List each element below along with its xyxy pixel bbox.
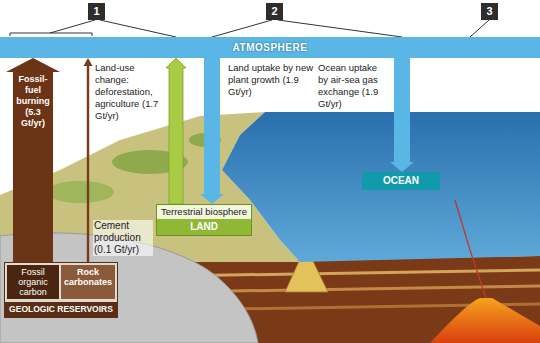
sediment-layer (170, 270, 540, 276)
group-title: GEOLOGIC RESERVOIRS (5, 302, 117, 317)
ocean-box: OCEAN (362, 172, 440, 190)
flux-label: Land-use change: deforestation, agricult… (95, 62, 163, 122)
callout-number: 2 (266, 3, 283, 20)
leader-line (100, 20, 176, 37)
flux-arrow (166, 58, 186, 204)
leader-line (470, 20, 489, 37)
leader-line (212, 20, 272, 37)
reservoir-group: GEOLOGIC RESERVOIRS Fossil organic carbon… (4, 262, 118, 318)
callout-number: 3 (481, 3, 498, 20)
box-heading: Terrestrial biosphere (157, 205, 251, 219)
flux-label: Fossil-fuel burning (5.3 Gt/yr) (14, 74, 52, 129)
magma-crack (455, 200, 486, 298)
box-title: LAND (157, 219, 251, 235)
flux-label: Land uptake by new plant growth (1.9 Gt/… (228, 62, 314, 98)
volcano (430, 298, 540, 343)
callout-bracket (10, 33, 92, 36)
leader-line (50, 20, 95, 33)
ridge-sediment-stack (285, 259, 328, 292)
band-title: ATMOSPHERE (0, 37, 540, 58)
vegetation-patch (46, 181, 114, 203)
flux-label: Ocean uptake by air-sea gas exchange (1.… (318, 62, 388, 110)
land-box: Terrestrial biosphereLAND (156, 204, 252, 236)
atmosphere-band: ATMOSPHERE (0, 37, 540, 58)
flux-label: Cement production (0.1 Gt/yr) (93, 220, 153, 256)
box-title: Fossil organic carbon (7, 265, 59, 299)
box-title: Rock carbonates (61, 265, 115, 289)
flux-arrow (84, 58, 93, 265)
leader-line (278, 20, 402, 37)
flux-arrow (6, 58, 60, 265)
ocean-surface (222, 112, 540, 262)
flux-arrow (200, 58, 224, 204)
flux-arrow (390, 58, 414, 172)
reservoir-box: Rock carbonates (61, 265, 115, 299)
callout-number: 1 (88, 3, 105, 20)
reservoir-box: Fossil organic carbon (7, 265, 59, 299)
box-title: OCEAN (362, 172, 440, 190)
